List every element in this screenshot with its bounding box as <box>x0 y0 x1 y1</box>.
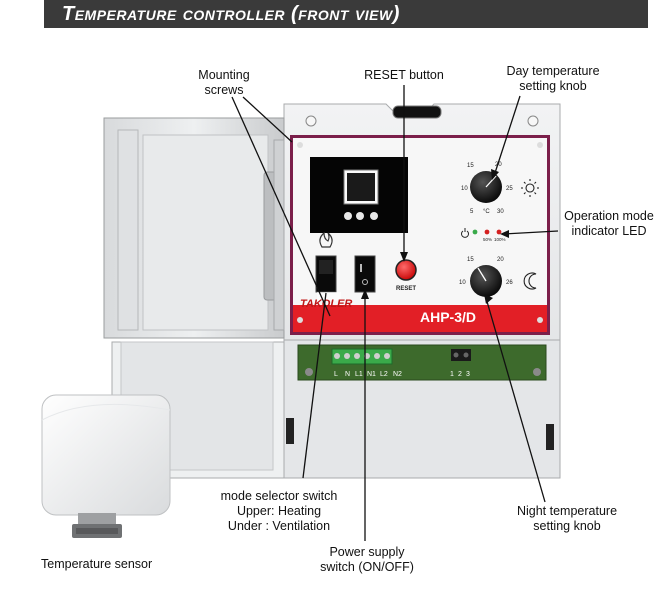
label-night-knob-line1: Night temperature <box>516 504 618 518</box>
label-day-knob: Day temperature setting knob <box>493 64 613 94</box>
terminal-label-N1: N1 <box>367 371 376 378</box>
power-supply-switch[interactable] <box>354 255 376 293</box>
leader-arrowheads <box>361 169 509 304</box>
label-day-knob-line1: Day temperature <box>506 64 600 78</box>
night-scale-20: 20 <box>497 257 504 263</box>
led-green <box>472 229 478 235</box>
moon-icon <box>523 272 537 290</box>
terminal-label-N: N <box>345 371 350 378</box>
terminal-label-L: L <box>334 371 338 378</box>
label-power-supply-line1: Power supply <box>329 545 405 559</box>
night-scale-26: 26 <box>506 280 513 286</box>
mounting-screw-left <box>305 115 317 127</box>
diagram-title: Temperature controller (front view) <box>44 0 648 28</box>
label-day-knob-line2: setting knob <box>519 79 587 93</box>
power-icon <box>461 228 469 238</box>
led-label-100: 100% <box>494 237 506 242</box>
temperature-sensor <box>41 394 171 538</box>
reset-button[interactable] <box>395 259 417 281</box>
day-scale-10: 10 <box>461 186 468 192</box>
terminal-label-3: 3 <box>466 371 470 378</box>
led-red-50 <box>484 229 490 235</box>
day-scale-25: 25 <box>506 186 513 192</box>
label-night-knob: Night temperature setting knob <box>505 504 629 534</box>
label-mode-selector-line3: Under : Ventilation <box>227 519 331 533</box>
led-label-50: 50% <box>483 237 492 242</box>
label-mode-selector-line1: mode selector switch <box>220 489 338 503</box>
night-scale-15: 15 <box>467 257 474 263</box>
label-power-supply-line2: switch (ON/OFF) <box>320 560 414 574</box>
label-power-supply: Power supply switch (ON/OFF) <box>312 545 422 575</box>
side-clip-right <box>546 424 554 450</box>
day-scale-unit: °C <box>483 209 490 215</box>
label-operation-mode: Operation mode indicator LED <box>556 209 662 239</box>
label-night-knob-line2: setting knob <box>533 519 601 533</box>
label-reset-button: RESET button <box>364 68 444 82</box>
terminal-label-1: 1 <box>450 371 454 378</box>
label-operation-mode-line2: indicator LED <box>571 224 647 238</box>
terminal-label-N2: N2 <box>393 371 402 378</box>
day-scale-20: 20 <box>495 162 502 168</box>
leader-lines <box>231 85 559 541</box>
label-mode-selector: mode selector switch Upper: Heating Unde… <box>205 489 353 534</box>
label-operation-mode-line1: Operation mode <box>564 209 654 223</box>
label-mounting-screws-line1: Mounting <box>198 68 250 82</box>
mounting-screw-right <box>527 115 539 127</box>
label-mounting-screws: Mounting screws <box>190 68 258 98</box>
terminal-label-2: 2 <box>458 371 462 378</box>
flame-icon <box>319 231 333 248</box>
label-mounting-screws-line2: screws <box>204 83 244 97</box>
night-scale-10: 10 <box>459 280 466 286</box>
night-temperature-knob[interactable] <box>470 265 502 297</box>
hanging-slot <box>392 105 442 119</box>
display-window <box>310 157 408 233</box>
day-scale-15: 15 <box>467 163 474 169</box>
terminal-block-sensor <box>451 349 471 361</box>
label-temperature-sensor: Temperature sensor <box>41 557 153 571</box>
reset-text: RESET <box>396 286 416 292</box>
led-red-100 <box>496 229 502 235</box>
model-label: AHP-3/D <box>420 309 476 325</box>
day-temperature-knob[interactable] <box>470 171 502 203</box>
brand-logo: TAKOLER <box>300 298 352 310</box>
sun-icon <box>521 179 539 197</box>
day-scale-30: 30 <box>497 209 504 215</box>
terminal-label-L2: L2 <box>380 371 388 378</box>
side-clip-left <box>286 418 294 444</box>
terminal-block-main <box>331 348 393 365</box>
label-mode-selector-line2: Upper: Heating <box>236 504 322 518</box>
terminal-label-L1: L1 <box>355 371 363 378</box>
day-scale-5: 5 <box>470 209 474 215</box>
